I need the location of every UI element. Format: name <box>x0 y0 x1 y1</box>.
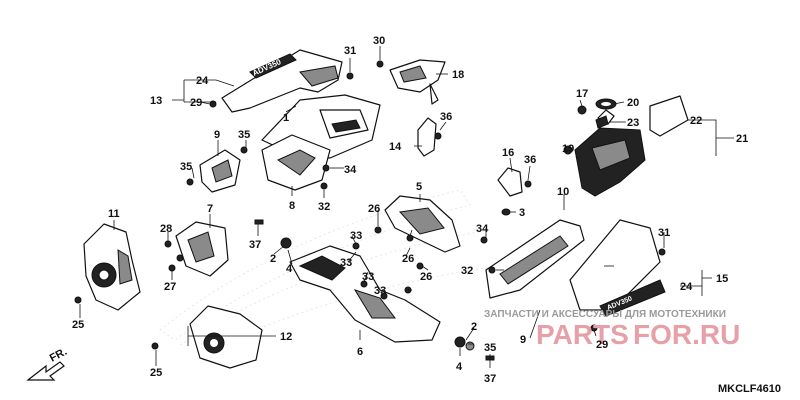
callout-4b: 4 <box>456 361 463 373</box>
callout-24b: 24 <box>680 281 693 293</box>
callout-29b: 29 <box>596 339 608 351</box>
callout-30: 30 <box>373 35 385 47</box>
part-bracket-18 <box>389 59 446 105</box>
part-clip-23 <box>595 115 609 129</box>
callout-21: 21 <box>736 133 748 145</box>
callout-28: 28 <box>160 223 172 235</box>
watermark-brand-accent: FOR.RU <box>633 319 740 350</box>
part-clip-3 <box>501 208 511 216</box>
part-lower-left-panel-12 <box>189 305 263 369</box>
part-small-clips <box>74 60 666 350</box>
callout-2b: 2 <box>471 321 477 333</box>
part-rear-cover-21 <box>574 109 646 197</box>
front-marker-text: FR. <box>48 346 69 365</box>
callout-33: 33 <box>350 230 362 242</box>
callout-9: 9 <box>214 129 220 141</box>
part-left-panel-11 <box>83 223 141 311</box>
callout-34: 34 <box>344 164 357 176</box>
callout-27: 27 <box>164 281 176 293</box>
part-undercover-6 <box>289 245 441 343</box>
part-inner-panel <box>261 94 381 159</box>
callout-32b: 32 <box>461 265 473 277</box>
callout-13: 13 <box>150 95 162 107</box>
part-side-skirt-15: ADV350 <box>569 219 666 317</box>
callout-4: 4 <box>286 263 293 275</box>
callout-6: 6 <box>357 346 363 358</box>
callout-26c: 26 <box>420 271 432 283</box>
part-nut-17 <box>577 105 587 115</box>
callout-19: 19 <box>562 143 574 155</box>
callout-9b: 9 <box>520 334 526 346</box>
callout-26b: 26 <box>402 253 414 265</box>
callout-36: 36 <box>440 111 452 123</box>
callout-35: 35 <box>238 129 250 141</box>
part-bracket-14 <box>417 117 437 157</box>
callout-36b: 36 <box>524 154 536 166</box>
callout-33b: 33 <box>340 257 352 269</box>
callout-1: 1 <box>283 112 289 124</box>
part-grommets-2-4 <box>280 237 475 351</box>
callout-26: 26 <box>368 203 380 215</box>
callout-34b: 34 <box>476 223 489 235</box>
callout-14: 14 <box>389 141 402 153</box>
callout-29: 29 <box>190 97 202 109</box>
callout-16: 16 <box>502 147 514 159</box>
part-lower-right-cover-10 <box>485 219 585 299</box>
leader-lines <box>79 46 734 368</box>
callout-22: 22 <box>690 115 702 127</box>
callout-25: 25 <box>72 319 84 331</box>
callout-8: 8 <box>289 200 295 212</box>
part-front-top-cover: ADV350 <box>221 49 343 113</box>
callout-33c: 33 <box>362 271 374 283</box>
callout-2: 2 <box>270 253 276 265</box>
watermark-tagline: ЗАПЧАСТИ И АКСЕССУАРЫ ДЛЯ МОТОТЕХНИКИ <box>484 309 726 320</box>
watermark-brand-main: PARTS <box>536 319 629 350</box>
callout-labels: 1 2 2 3 4 4 5 6 7 8 9 9 10 11 12 13 14 1… <box>72 35 748 385</box>
callout-25b: 25 <box>150 367 162 379</box>
callout-37b: 37 <box>484 373 496 385</box>
part-bracket-16 <box>497 167 523 197</box>
front-direction-arrow: FR. <box>26 346 69 381</box>
callout-12: 12 <box>280 331 292 343</box>
parts-watermark: ЗАПЧАСТИ И АКСЕССУАРЫ ДЛЯ МОТОТЕХНИКИ PA… <box>484 309 740 350</box>
callout-35b: 35 <box>180 161 192 173</box>
part-clips-26 <box>374 226 424 270</box>
callout-31: 31 <box>344 45 356 57</box>
callout-17: 17 <box>576 88 588 100</box>
part-grommet-20 <box>595 98 617 110</box>
callout-32: 32 <box>318 201 330 213</box>
callout-24: 24 <box>196 75 209 87</box>
callout-18: 18 <box>452 69 464 81</box>
callout-3: 3 <box>519 207 525 219</box>
callout-35c: 35 <box>484 342 496 354</box>
callout-11: 11 <box>108 208 120 220</box>
callout-7: 7 <box>207 203 213 215</box>
callout-37: 37 <box>249 239 261 251</box>
part-center-piece-5 <box>384 195 461 253</box>
part-bracket-9 <box>199 149 241 193</box>
diagram-code: MKCLF4610 <box>718 383 781 395</box>
part-bracket-7 <box>175 221 229 277</box>
callout-5: 5 <box>416 181 422 193</box>
callout-33d: 33 <box>374 285 386 297</box>
part-lower-front-panel <box>261 134 331 191</box>
callout-31b: 31 <box>658 227 670 239</box>
callout-23: 23 <box>627 117 639 129</box>
callout-10: 10 <box>557 186 569 198</box>
part-plate-22 <box>649 95 689 137</box>
callout-15: 15 <box>716 273 728 285</box>
callout-20: 20 <box>627 97 639 109</box>
